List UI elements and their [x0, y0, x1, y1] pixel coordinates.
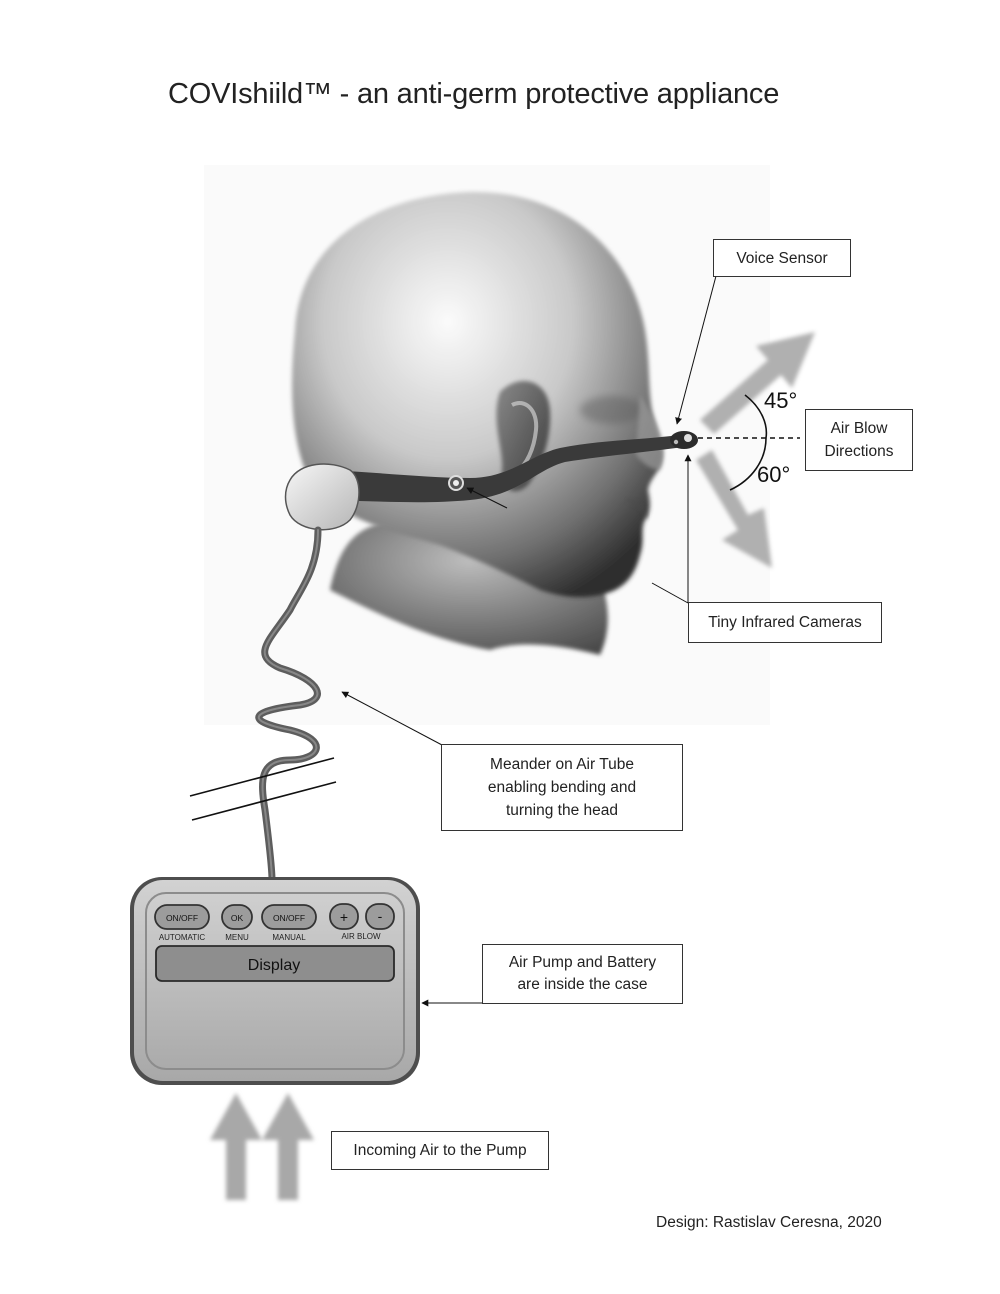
angle-45-label: 45°: [764, 388, 798, 413]
device-display: Display: [155, 945, 395, 982]
pump-text-line1: Air Pump and Battery: [508, 954, 657, 971]
air-blow-plus-button[interactable]: +: [329, 903, 359, 930]
incoming-air-callout: Incoming Air to the Pump: [331, 1131, 549, 1170]
air-blow-label: AIR BLOW: [341, 932, 381, 941]
leader-strap-pin: [466, 487, 508, 509]
voice-sensor-tip: [670, 431, 698, 449]
onoff-automatic-button[interactable]: ON/OFF: [154, 904, 210, 930]
meander-callout: Meander on Air Tube enabling bending and…: [441, 744, 683, 831]
device-controls: ON/OFF AUTOMATIC OK MENU ON/OFF MANUAL +…: [154, 903, 395, 982]
cameras-callout: Tiny Infrared Cameras: [688, 602, 882, 643]
tube-break-marks: [189, 757, 337, 821]
svg-text:ON/OFF: ON/OFF: [166, 913, 198, 923]
meander-text-line3: turning the head: [505, 802, 619, 819]
menu-label: MENU: [225, 933, 249, 942]
pump-callout: Air Pump and Battery are inside the case: [482, 944, 683, 1004]
air-blow-arrows: [696, 332, 815, 568]
pump-text-line2: are inside the case: [517, 976, 648, 993]
strap-pin: [448, 475, 464, 491]
svg-text:OK: OK: [231, 913, 244, 923]
svg-text:-: -: [378, 908, 383, 924]
incoming-air-text: Incoming Air to the Pump: [353, 1142, 527, 1159]
air-blow-text-line2: Directions: [824, 443, 894, 460]
ok-button[interactable]: OK: [221, 904, 253, 930]
page-title: COVIshiild™ - an anti-germ protective ap…: [168, 78, 780, 110]
automatic-label: AUTOMATIC: [159, 933, 206, 942]
headband-strap: [310, 435, 690, 503]
incoming-air-arrows: [210, 1093, 314, 1200]
angle-60-label: 60°: [757, 462, 791, 487]
leader-meander: [341, 691, 443, 746]
meander-text-line1: Meander on Air Tube: [490, 756, 634, 773]
voice-sensor-text: Voice Sensor: [736, 249, 828, 267]
onoff-manual-button[interactable]: ON/OFF: [261, 904, 317, 930]
angle-arc-45: [744, 394, 768, 439]
meander-text-line2: enabling bending and: [487, 779, 637, 796]
cameras-text: Tiny Infrared Cameras: [708, 614, 862, 631]
manual-label: MANUAL: [272, 933, 306, 942]
svg-text:Display: Display: [248, 957, 300, 974]
leader-cameras-side: [651, 582, 689, 604]
angle-arc-60: [729, 437, 767, 491]
air-blow-minus-button[interactable]: -: [365, 903, 395, 930]
air-blow-text-line1: Air Blow: [830, 420, 888, 437]
svg-text:ON/OFF: ON/OFF: [273, 913, 305, 923]
design-credit: Design: Rastislav Ceresna, 2020: [656, 1214, 882, 1231]
rear-pod: [284, 463, 360, 531]
head-illustration: [292, 191, 664, 655]
air-blow-callout: Air Blow Directions: [805, 409, 913, 471]
svg-text:+: +: [340, 909, 348, 925]
voice-sensor-callout: Voice Sensor: [713, 239, 851, 277]
leader-voice-sensor: [675, 275, 717, 425]
